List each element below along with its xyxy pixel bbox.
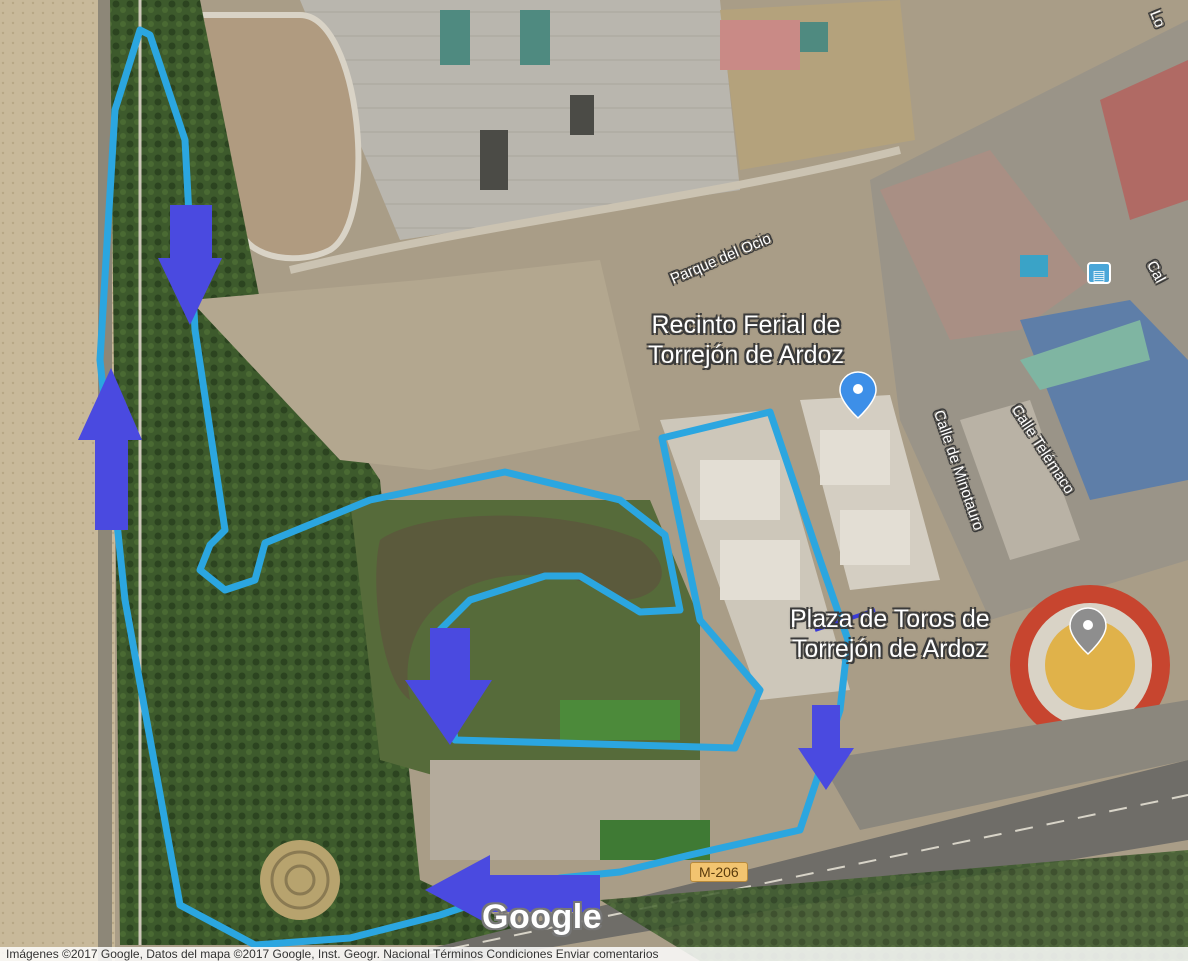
direction-arrow-icon	[158, 205, 222, 325]
direction-arrow-icon	[405, 628, 492, 745]
route-mark	[814, 608, 876, 632]
map-pin-icon[interactable]	[1069, 607, 1107, 656]
teal-court	[800, 22, 828, 52]
roof-dark-2	[570, 95, 594, 135]
lawn	[560, 700, 680, 740]
fair-pad-4	[840, 510, 910, 565]
building-red-roof	[1100, 60, 1188, 220]
roof-green	[440, 10, 470, 65]
red-court	[720, 20, 800, 70]
lake	[376, 515, 662, 700]
building-block-2	[960, 400, 1080, 560]
park-woods-west	[110, 0, 560, 945]
roof-green-2	[520, 10, 550, 65]
direction-arrow-icon	[425, 855, 600, 925]
label-plaza-toros[interactable]: Plaza de Toros de Torrejón de Ardoz	[790, 605, 990, 663]
map-pin-icon[interactable]	[839, 371, 877, 420]
roof-dark	[480, 130, 508, 190]
fair-pad-1	[700, 460, 780, 520]
racetrack	[196, 12, 362, 262]
parking-area-top	[300, 0, 740, 240]
sports-court	[1020, 320, 1150, 390]
road-shield-m206: M-206	[690, 862, 748, 882]
direction-arrow-icon	[798, 705, 854, 790]
direction-arrow-icon	[78, 368, 142, 530]
park-plaza	[190, 260, 640, 470]
bullring-arena	[1045, 620, 1135, 710]
pool	[1020, 255, 1048, 277]
highway-verge-trees	[600, 850, 1188, 961]
label-recinto-ferial[interactable]: Recinto Ferial de Torrejón de Ardoz	[648, 311, 844, 369]
fair-pad-2	[720, 540, 800, 600]
map-attribution[interactable]: Imágenes ©2017 Google, Datos del mapa ©2…	[0, 947, 1188, 961]
service-road	[820, 700, 1188, 830]
building-block-1	[880, 150, 1090, 340]
route-line	[96, 26, 852, 949]
bus-stop-icon[interactable]: ▤	[1087, 262, 1111, 284]
road-parque	[289, 146, 901, 274]
google-logo: Google	[482, 898, 603, 936]
fair-pad-3	[820, 430, 890, 485]
